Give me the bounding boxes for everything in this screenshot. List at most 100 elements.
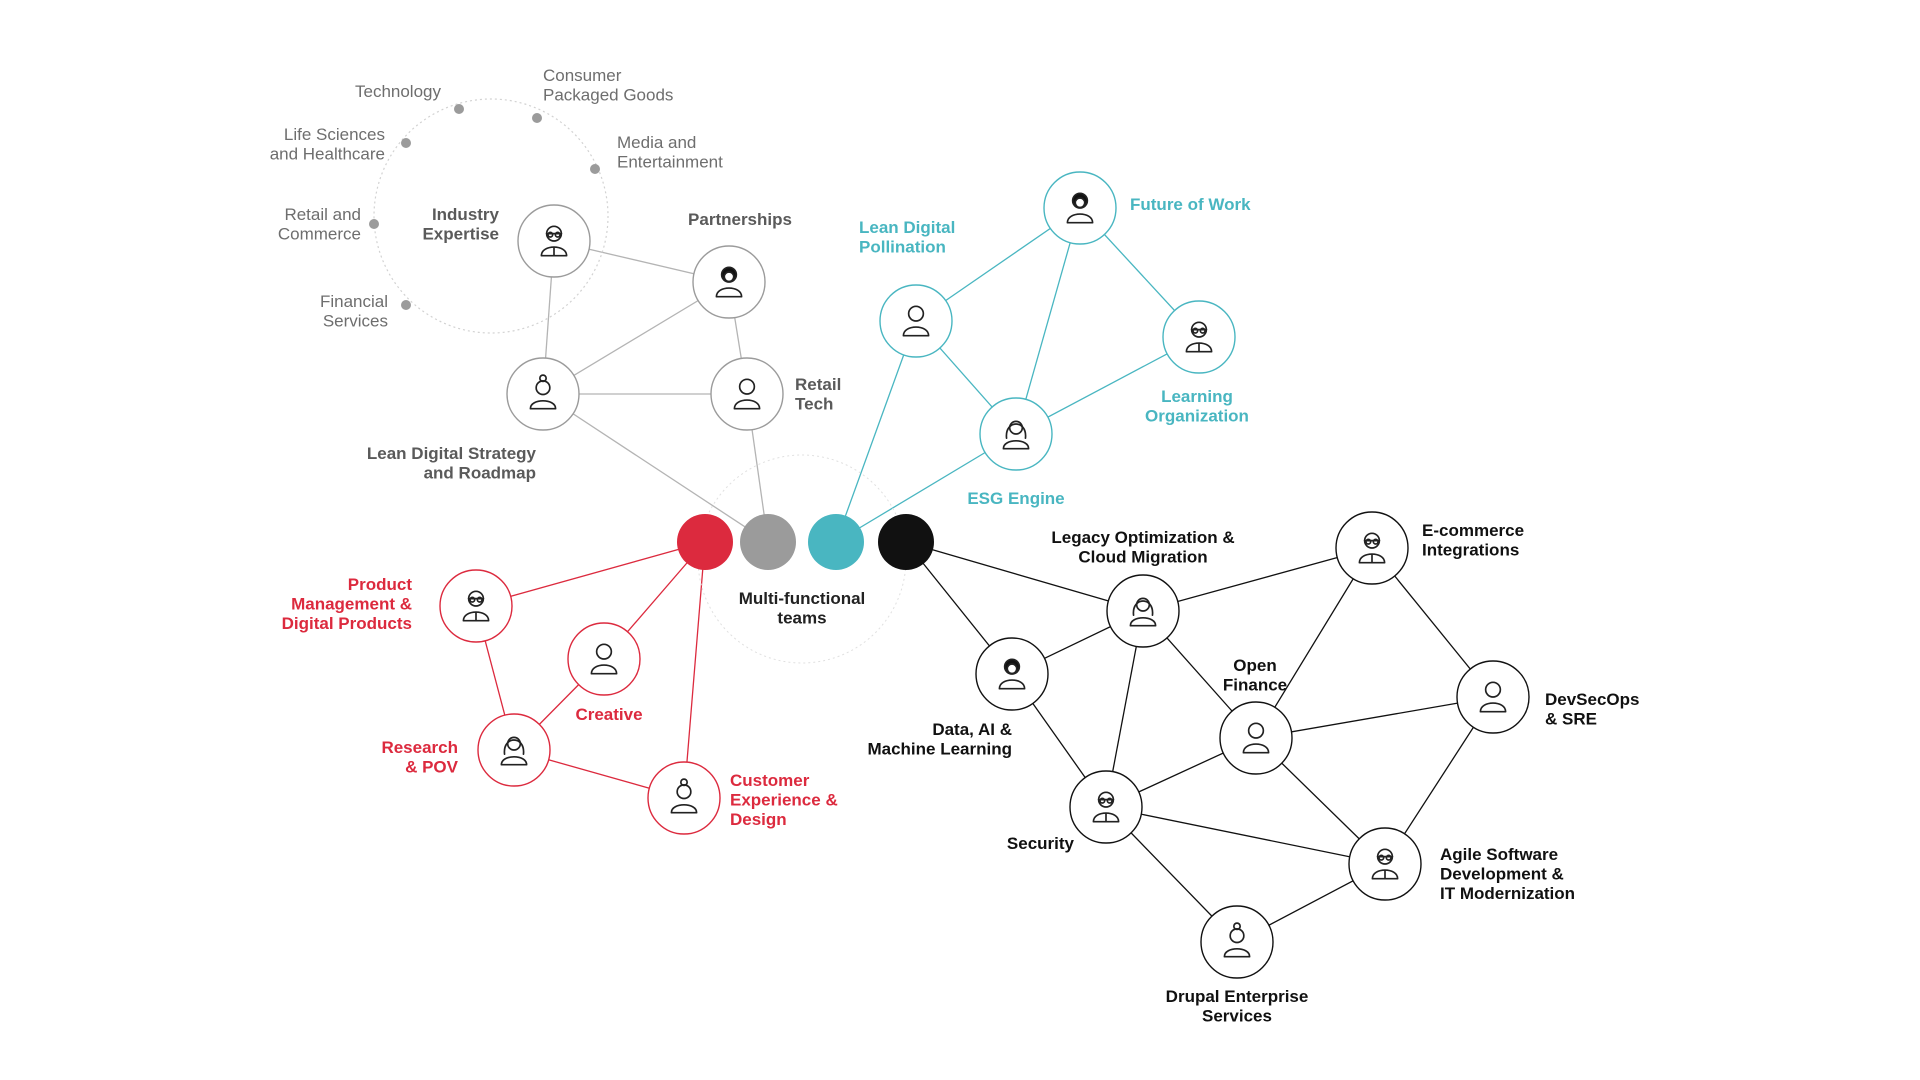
node-label-research-and-pov: Research& POV [381, 738, 458, 777]
node-label-security: Security [1007, 834, 1075, 853]
node-label-line: ESG Engine [967, 489, 1064, 508]
node-label-line: Lean Digital Strategy [367, 444, 537, 463]
node-label-line: Creative [575, 705, 642, 724]
node-creative [567, 622, 641, 696]
edge-future-of-work-to-esg-engine [1015, 207, 1081, 435]
node-label-line: Pollination [859, 238, 946, 257]
industry-label-line: Packaged Goods [543, 86, 673, 105]
node-label-legacy-optimization-and-cloud-migration: Legacy Optimization &Cloud Migration [1051, 528, 1234, 567]
node-label-line: Organization [1145, 407, 1249, 426]
node-label-line: E-commerce [1422, 521, 1524, 540]
industry-label-line: Commerce [278, 225, 361, 244]
center-label-line: Multi-functional [739, 589, 866, 608]
node-label-line: Retail [795, 375, 841, 394]
industry-dot-financial-services [401, 300, 411, 310]
node-devsecops-and-sre [1456, 660, 1530, 734]
node-drupal-enterprise-services [1200, 905, 1274, 979]
edge-hub-red-to-customer-experience-and-design [683, 541, 706, 799]
node-label-line: Management & [291, 595, 412, 614]
node-label-line: and Roadmap [424, 464, 536, 483]
node-agile-software-development-and-it-modernization [1348, 827, 1422, 901]
industry-label-line: Financial [320, 292, 388, 311]
node-label-line: Expertise [422, 225, 499, 244]
node-label-line: Future of Work [1130, 195, 1251, 214]
edge-open-finance-to-devsecops-and-sre [1255, 696, 1494, 739]
node-data-ai-and-machine-learning [975, 637, 1049, 711]
node-label-creative: Creative [575, 705, 642, 724]
center-label-line: teams [777, 609, 826, 628]
industry-label-line: Entertainment [617, 153, 723, 172]
node-label-line: Drupal Enterprise [1166, 987, 1309, 1006]
hub-dot-teal [808, 514, 864, 570]
node-label-devsecops-and-sre: DevSecOps& SRE [1545, 690, 1640, 729]
node-product-management-and-digital-products [439, 569, 513, 643]
industry-dot-life-sciences-and-healthcare [401, 138, 411, 148]
node-label-line: Integrations [1422, 541, 1519, 560]
node-esg-engine [979, 397, 1053, 471]
node-label-line: Finance [1223, 676, 1287, 695]
node-label-line: DevSecOps [1545, 690, 1640, 709]
hub-dot-red [677, 514, 733, 570]
node-label-partnerships: Partnerships [688, 210, 792, 229]
edge-hub-gray-to-lean-digital-strategy-and-roadmap [542, 393, 769, 543]
node-label-line: Product [348, 575, 413, 594]
center-ring-outline [697, 454, 907, 664]
node-label-line: Design [730, 810, 787, 829]
node-label-line: Experience & [730, 791, 838, 810]
edge-e-commerce-integrations-to-open-finance [1255, 547, 1373, 739]
node-label-line: Cloud Migration [1078, 548, 1207, 567]
node-research-and-pov [477, 713, 551, 787]
edge-hub-black-to-legacy-optimization-and-cloud-migration [905, 541, 1144, 612]
node-label-future-of-work: Future of Work [1130, 195, 1251, 214]
node-label-line: Agile Software [1440, 845, 1558, 864]
node-lean-digital-strategy-and-roadmap [506, 357, 580, 431]
industry-label-line: Consumer [543, 66, 622, 85]
diagram-edges [475, 207, 1494, 943]
node-label-esg-engine: ESG Engine [967, 489, 1064, 508]
node-legacy-optimization-and-cloud-migration [1106, 574, 1180, 648]
node-label-line: Machine Learning [867, 740, 1012, 759]
node-label-line: IT Modernization [1440, 884, 1575, 903]
edge-security-to-agile-software-development-and-it-modernization [1105, 806, 1386, 865]
node-label-line: Tech [795, 395, 833, 414]
node-label-line: Industry [432, 205, 500, 224]
industry-dot-consumer-packaged-goods [532, 113, 542, 123]
node-label-line: Lean Digital [859, 218, 955, 237]
industry-dot-retail-and-commerce [369, 219, 379, 229]
node-label-line: Partnerships [688, 210, 792, 229]
node-label-line: & POV [405, 758, 459, 777]
industry-label-line: Retail and [284, 205, 361, 224]
industry-ring-outline [373, 98, 609, 334]
edge-legacy-optimization-and-cloud-migration-to-e-commerce-integrations [1142, 547, 1373, 612]
node-security [1069, 770, 1143, 844]
node-label-line: Legacy Optimization & [1051, 528, 1234, 547]
node-lean-digital-pollination [879, 284, 953, 358]
node-label-line: Learning [1161, 387, 1233, 406]
node-open-finance [1219, 701, 1293, 775]
node-label-line: Open [1233, 656, 1276, 675]
node-industry-expertise [517, 204, 591, 278]
node-future-of-work [1043, 171, 1117, 245]
node-label-data-ai-and-machine-learning: Data, AI &Machine Learning [867, 720, 1012, 759]
industry-label-technology: Technology [355, 82, 442, 101]
node-e-commerce-integrations [1335, 511, 1409, 585]
diagram-nodes [439, 171, 1530, 979]
industry-label-line: Technology [355, 82, 442, 101]
industry-label-line: Life Sciences [284, 125, 385, 144]
node-label-line: Digital Products [282, 614, 412, 633]
